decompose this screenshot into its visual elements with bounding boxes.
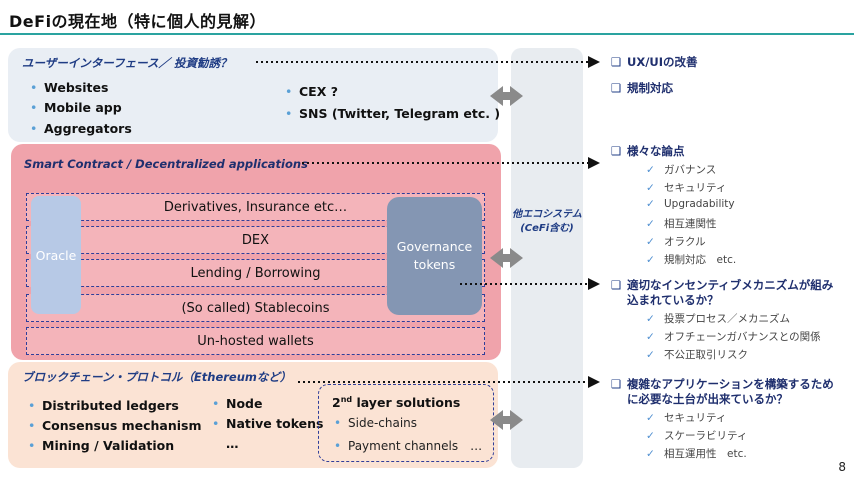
- issue-interconnectedness: ✓相互連関性: [646, 218, 717, 230]
- layer-unhosted-wallets: Un-hosted wallets: [26, 327, 485, 355]
- incentive-voting: ✓投票プロセス／メカニズム: [646, 313, 790, 325]
- bullet-dot-icon: •: [30, 121, 38, 136]
- protocol-item-more: …: [226, 436, 239, 451]
- right-point-issues: ❑様々な論点: [611, 144, 685, 158]
- issue-upgradability: ✓Upgradability: [646, 198, 735, 210]
- square-bullet-icon: ❑: [611, 377, 622, 391]
- check-icon: ✓: [646, 182, 655, 194]
- protocol-item-node: •Node: [212, 396, 263, 411]
- double-arrow-ui: [490, 86, 523, 106]
- check-icon: ✓: [646, 430, 655, 442]
- check-icon: ✓: [646, 198, 655, 210]
- bullet-dot-icon: •: [30, 100, 38, 115]
- layer2-solutions-box: [318, 384, 494, 462]
- incentive-unfair-trading: ✓不公正取引リスク: [646, 349, 748, 361]
- square-bullet-icon: ❑: [611, 81, 622, 95]
- bullet-dot-icon: •: [28, 438, 36, 453]
- bullet-dot-icon: •: [28, 398, 36, 413]
- right-point-foundation: ❑複雑なアプリケーションを構築するため: [611, 377, 834, 391]
- eco-label-line1: 他エコシステム: [512, 209, 582, 220]
- bullet-dot-icon: •: [28, 418, 36, 433]
- bullet-dot-icon: •: [334, 439, 342, 453]
- page-number: 8: [838, 460, 846, 474]
- user-interface-panel: [8, 48, 498, 142]
- governance-line1: Governance: [396, 239, 473, 254]
- square-bullet-icon: ❑: [611, 278, 622, 292]
- foundation-security: ✓セキュリティ: [646, 412, 727, 424]
- issue-security: ✓セキュリティ: [646, 182, 727, 194]
- right-point-foundation-line2: に必要な土台が出来ているか？: [627, 392, 788, 406]
- ui-item-cex: •CEX ?: [285, 84, 338, 99]
- foundation-scalability: ✓スケーラビリティ: [646, 430, 748, 442]
- layer2-item-sidechains: •Side-chains: [334, 416, 418, 430]
- issue-oracle: ✓オラクル: [646, 236, 706, 248]
- right-point-incentive: ❑適切なインセンティブメカニズムが組み: [611, 278, 834, 292]
- check-icon: ✓: [646, 254, 655, 266]
- right-point-regulation: ❑規制対応: [611, 81, 673, 95]
- check-icon: ✓: [646, 412, 655, 424]
- bullet-dot-icon: •: [285, 84, 293, 99]
- foundation-interoperability: ✓相互運用性 etc.: [646, 448, 747, 460]
- check-icon: ✓: [646, 236, 655, 248]
- check-icon: ✓: [646, 313, 655, 325]
- layer2-title: 2nd layer solutions: [332, 395, 461, 411]
- slide-title: DeFiの現在地（特に個人的見解）: [9, 12, 267, 31]
- protocol-item-mining: •Mining / Validation: [28, 438, 175, 453]
- double-arrow-sc: [490, 248, 523, 268]
- eco-label-line2: (CeFi含む): [520, 223, 574, 234]
- protocol-item-ledgers: •Distributed ledgers: [28, 398, 179, 413]
- governance-tokens-box: Governance tokens: [387, 197, 482, 315]
- ui-item-sns: •SNS (Twitter, Telegram etc. ): [285, 106, 501, 121]
- double-arrow-protocol: [490, 410, 523, 430]
- check-icon: ✓: [646, 164, 655, 176]
- incentive-offchain: ✓オフチェーンガバナンスとの関係: [646, 331, 821, 343]
- protocol-item-consensus: •Consensus mechanism: [28, 418, 202, 433]
- governance-line2: tokens: [413, 257, 456, 272]
- ui-item-mobile-app: •Mobile app: [30, 100, 122, 115]
- title-underline: [0, 33, 854, 35]
- square-bullet-icon: ❑: [611, 144, 622, 158]
- oracle-box: Oracle: [31, 196, 81, 314]
- sc-panel-header: Smart Contract / Decentralized applicati…: [24, 157, 308, 171]
- ui-item-aggregators: •Aggregators: [30, 121, 132, 136]
- square-bullet-icon: ❑: [611, 55, 622, 69]
- protocol-item-native-tokens: •Native tokens: [212, 416, 324, 431]
- bullet-dot-icon: •: [285, 106, 293, 121]
- check-icon: ✓: [646, 218, 655, 230]
- check-icon: ✓: [646, 349, 655, 361]
- ui-item-websites: •Websites: [30, 80, 109, 95]
- issue-governance: ✓ガバナンス: [646, 164, 717, 176]
- right-point-uxui: ❑UX/UIの改善: [611, 55, 698, 69]
- check-icon: ✓: [646, 448, 655, 460]
- bullet-dot-icon: •: [212, 396, 220, 411]
- ui-panel-header: ユーザーインターフェース／ 投資勧誘？: [22, 56, 232, 70]
- check-icon: ✓: [646, 331, 655, 343]
- right-point-incentive-line2: 込まれているか？: [627, 293, 719, 307]
- bullet-dot-icon: •: [30, 80, 38, 95]
- bullet-dot-icon: •: [212, 416, 220, 431]
- protocol-panel-header: ブロックチェーン・プロトコル（Ethereumなど）: [22, 370, 292, 384]
- blockchain-protocol-panel: [8, 362, 498, 468]
- layer2-item-payment-channels: •Payment channels …: [334, 439, 483, 453]
- issue-regulation: ✓規制対応 etc.: [646, 254, 737, 266]
- bullet-dot-icon: •: [334, 416, 342, 430]
